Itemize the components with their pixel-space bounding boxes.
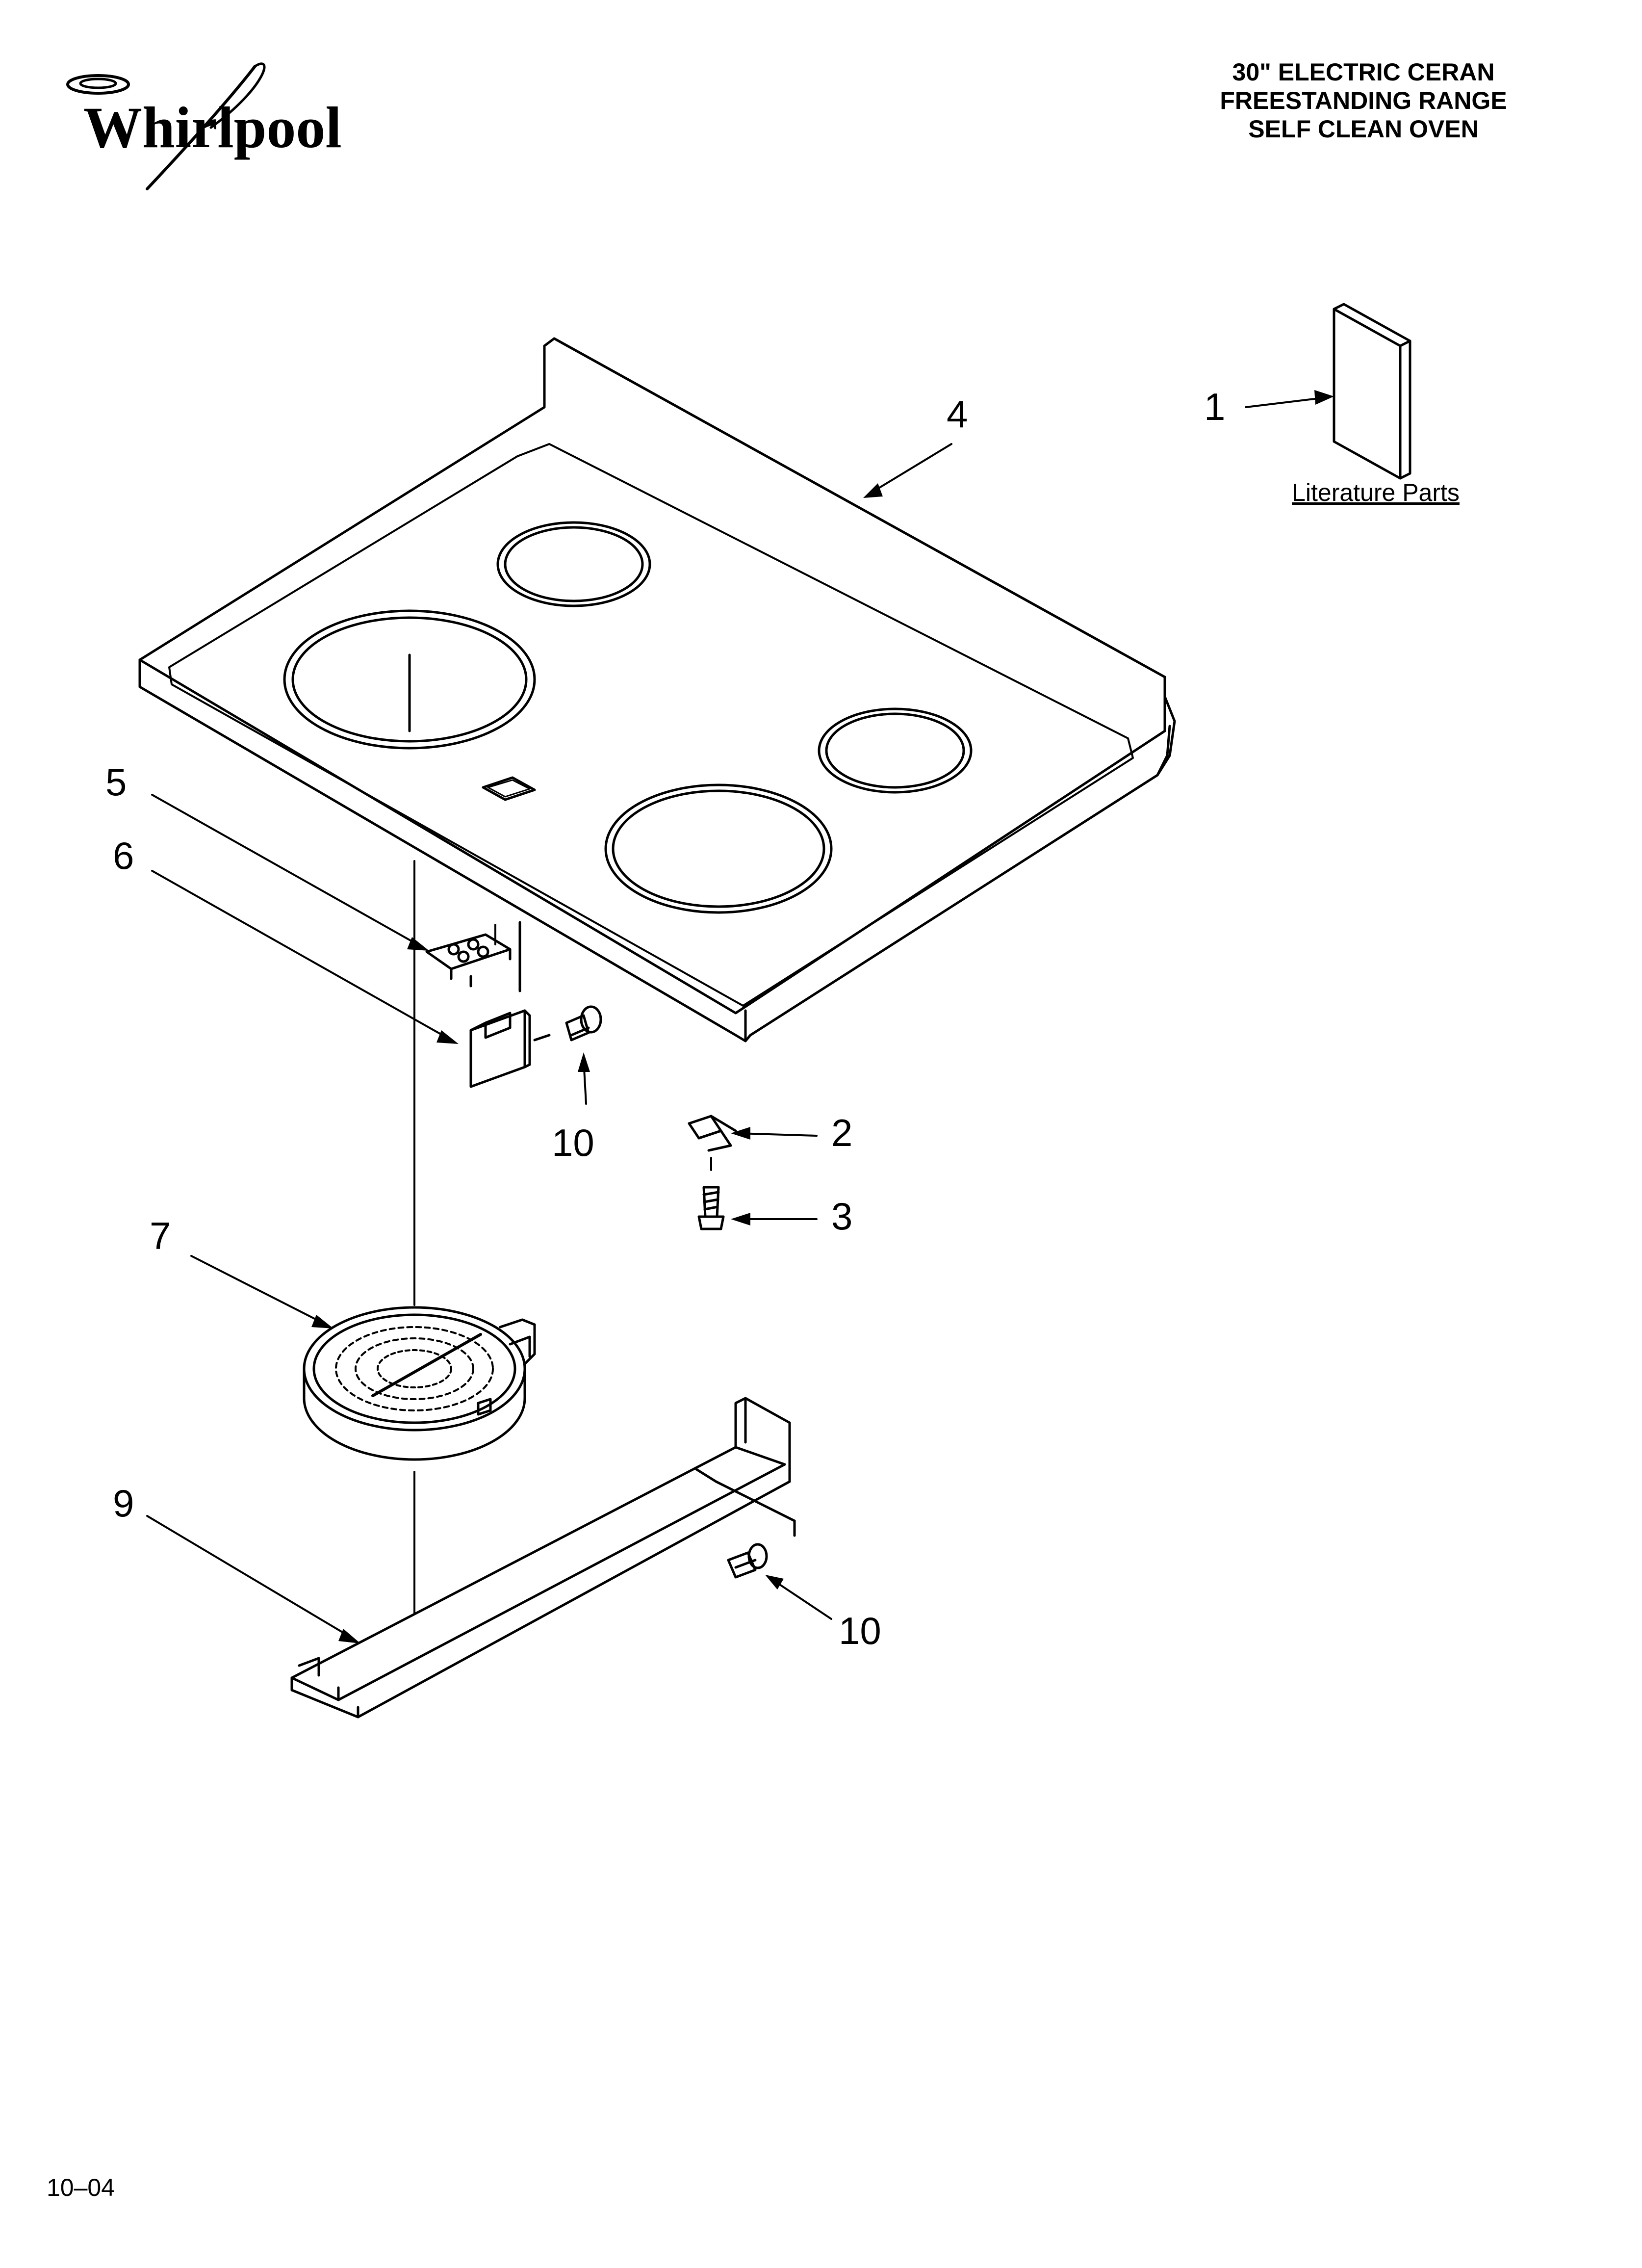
literature-parts-label: Literature Parts bbox=[1292, 479, 1460, 506]
callout-7: 7 bbox=[150, 1214, 171, 1257]
callout-10-upper: 10 bbox=[552, 1121, 594, 1164]
date-code: 10–04 bbox=[47, 2174, 115, 2201]
diagram-title: 30" ELECTRIC CERAN FREESTANDING RANGE SE… bbox=[1143, 58, 1584, 143]
whirlpool-logo: Whirlpool bbox=[66, 62, 342, 190]
callout-9: 9 bbox=[113, 1482, 134, 1525]
clip-screw bbox=[697, 1186, 725, 1230]
terminal-bracket bbox=[469, 1009, 531, 1088]
leader-lines bbox=[146, 396, 1328, 1640]
callout-1: 1 bbox=[1204, 385, 1226, 428]
callout-5: 5 bbox=[105, 760, 127, 804]
screw-lower bbox=[727, 1543, 768, 1579]
terminal-block bbox=[425, 933, 512, 988]
screw-leader bbox=[533, 1034, 551, 1042]
callout-2: 2 bbox=[831, 1111, 853, 1154]
literature-booklet bbox=[1333, 303, 1411, 480]
element-support-bracket bbox=[290, 1397, 796, 1719]
title-line-1: 30" ELECTRIC CERAN bbox=[1232, 58, 1495, 86]
logo-wordmark: Whirlpool bbox=[83, 95, 342, 160]
title-line-3: SELF CLEAN OVEN bbox=[1248, 115, 1479, 143]
cooktop-clip bbox=[688, 1115, 737, 1152]
screw-upper bbox=[565, 1005, 602, 1042]
title-line-2: FREESTANDING RANGE bbox=[1220, 87, 1507, 114]
cooktop-main-top bbox=[138, 337, 1176, 1043]
callout-4: 4 bbox=[947, 392, 968, 436]
callout-10-lower: 10 bbox=[839, 1609, 881, 1652]
arrowheads bbox=[311, 390, 1334, 1643]
radiant-element bbox=[303, 1306, 536, 1461]
callout-3: 3 bbox=[831, 1195, 853, 1238]
callout-6: 6 bbox=[113, 834, 134, 877]
